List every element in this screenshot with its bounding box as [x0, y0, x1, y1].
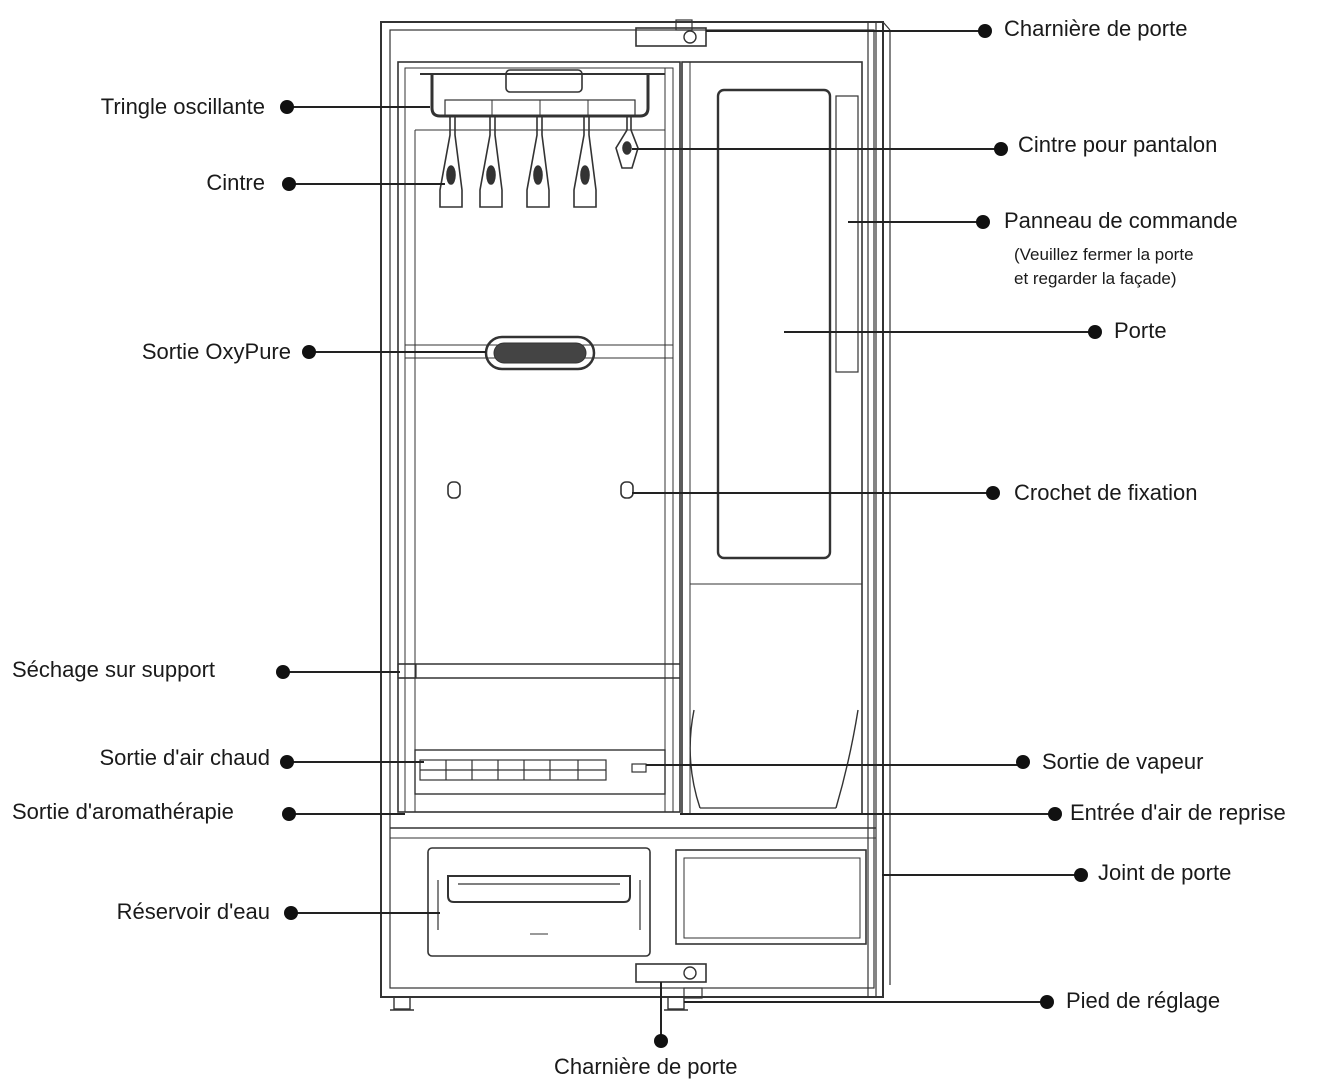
dot-porte: [1088, 325, 1102, 339]
leader-porte: [784, 331, 1094, 333]
label-sortie-air-chaud: Sortie d'air chaud: [99, 745, 270, 771]
dot-aromatherapie: [282, 807, 296, 821]
leader-charniere-bas: [660, 982, 662, 1040]
hook-left: [448, 482, 460, 498]
leader-joint: [882, 874, 1078, 876]
foot-left: [394, 997, 410, 1009]
dot-oxypure: [302, 345, 316, 359]
cabinet-inner-outline: [390, 30, 874, 988]
dot-panneau: [976, 215, 990, 229]
dot-charniere-bas: [654, 1034, 668, 1048]
dot-vapeur: [1016, 755, 1030, 769]
dot-reservoir: [284, 906, 298, 920]
dot-crochet: [986, 486, 1000, 500]
lower-door-panel: [676, 850, 866, 944]
leader-cintre-pantalon: [632, 148, 1000, 150]
leader-air-chaud: [288, 761, 424, 763]
dot-pied: [1040, 995, 1054, 1009]
label-entree-air-de-reprise: Entrée d'air de reprise: [1070, 800, 1286, 826]
label-sortie-aromatherapie: Sortie d'aromathérapie: [12, 799, 234, 825]
label-cintre: Cintre: [206, 170, 265, 196]
label-crochet-de-fixation: Crochet de fixation: [1014, 480, 1197, 506]
hot-air-outlet: [415, 750, 665, 794]
leader-vapeur: [646, 764, 1024, 766]
leader-cintre: [290, 183, 445, 185]
dot-cintre: [282, 177, 296, 191]
door-window: [718, 90, 830, 558]
leader-entree-air: [680, 813, 1054, 815]
label-panneau-de-commande: Panneau de commande: [1004, 208, 1238, 234]
leader-panneau: [848, 221, 982, 223]
hook-right: [621, 482, 633, 498]
dot-air-chaud: [280, 755, 294, 769]
dot-cintre-pantalon: [994, 142, 1008, 156]
label-pied-de-reglage: Pied de réglage: [1066, 988, 1220, 1014]
leader-oxypure: [312, 351, 486, 353]
dot-joint: [1074, 868, 1088, 882]
note-panneau-line-1: (Veuillez fermer la porte: [1014, 243, 1194, 267]
label-reservoir-eau: Réservoir d'eau: [117, 899, 270, 925]
leader-sechage: [285, 671, 400, 673]
label-charniere-porte-haut: Charnière de porte: [1004, 16, 1187, 42]
foot-right: [668, 997, 684, 1009]
hot-air-vents: [420, 760, 606, 780]
dot-sechage: [276, 665, 290, 679]
label-sortie-oxypure: Sortie OxyPure: [142, 339, 291, 365]
leader-tringle: [290, 106, 430, 108]
label-charniere-porte-bas: Charnière de porte: [554, 1054, 737, 1080]
door-outline: [682, 62, 862, 814]
label-tringle-oscillante: Tringle oscillante: [101, 94, 265, 120]
dot-entree-air: [1048, 807, 1062, 821]
label-cintre-pour-pantalon: Cintre pour pantalon: [1018, 132, 1217, 158]
label-sechage-sur-support: Séchage sur support: [12, 657, 215, 683]
dot-tringle: [280, 100, 294, 114]
leader-crochet: [632, 492, 992, 494]
label-joint-de-porte: Joint de porte: [1098, 860, 1231, 886]
leader-charniere-haut: [706, 30, 984, 32]
note-panneau-line-2: et regarder la façade): [1014, 267, 1177, 291]
leader-aromatherapie: [290, 813, 405, 815]
dot-charniere-haut: [978, 24, 992, 38]
leader-pied: [684, 1001, 1046, 1003]
leader-reservoir: [292, 912, 440, 914]
label-porte: Porte: [1114, 318, 1167, 344]
label-sortie-de-vapeur: Sortie de vapeur: [1042, 749, 1203, 775]
